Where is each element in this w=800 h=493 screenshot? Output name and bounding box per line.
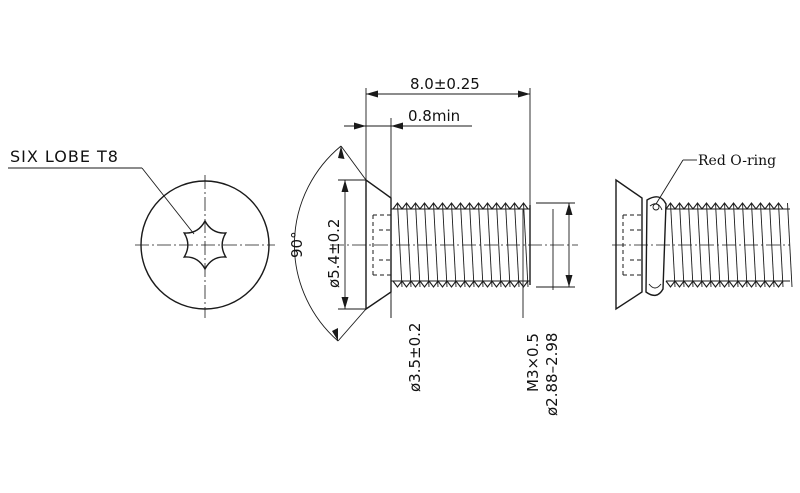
oring-view-threaded-shank xyxy=(665,202,793,288)
oring-label: Red O-ring xyxy=(698,153,776,169)
thread-flank-line xyxy=(505,202,511,288)
side-view: 8.0±0.25 0.8min 90° ø5.4±0.2 ø3.5±0.2 M3… xyxy=(288,75,578,416)
thread-flank-line xyxy=(469,202,475,288)
arrowhead xyxy=(391,122,403,130)
oring-view: Red O-ring xyxy=(612,153,793,311)
thread-flank-line xyxy=(715,202,721,288)
thread-flank-line xyxy=(697,202,703,288)
top-view: SIX LOBE T8 xyxy=(8,147,275,318)
thread-flank-line xyxy=(415,202,421,288)
thread-flank-line xyxy=(424,202,430,288)
length-label: 8.0±0.25 xyxy=(410,75,480,93)
oring-view-head xyxy=(615,178,643,311)
thread-size-label: M3×0.5 xyxy=(524,333,542,392)
thread-flank-line xyxy=(724,202,730,288)
thread-flank-line xyxy=(778,202,784,288)
countersunk-head xyxy=(365,178,392,311)
drive-label: SIX LOBE T8 xyxy=(10,147,119,166)
thread-flank-line xyxy=(523,202,529,288)
thread-flank-line xyxy=(769,202,775,288)
thread-flank-line xyxy=(433,202,439,288)
thread-flank-line xyxy=(496,202,502,288)
thread-flank-line xyxy=(706,202,712,288)
head-diameter-label: ø5.4±0.2 xyxy=(325,219,343,288)
thread-flank-line xyxy=(760,202,766,288)
recess-diameter-label: ø3.5±0.2 xyxy=(406,323,424,392)
arrowhead xyxy=(354,122,366,130)
arrowhead xyxy=(338,146,345,159)
red-oring xyxy=(645,196,667,297)
arrowhead xyxy=(565,203,573,215)
oring-highlight xyxy=(649,203,663,211)
threaded-shank xyxy=(392,202,529,288)
thread-flank-line xyxy=(670,202,676,288)
torx-six-lobe-icon xyxy=(182,219,228,271)
thread-flank-line xyxy=(442,202,448,288)
thread-flank-line xyxy=(733,202,739,288)
thread-flank-line xyxy=(460,202,466,288)
angle-arc xyxy=(293,145,342,342)
leader-dot xyxy=(652,203,660,211)
oring-leader-line xyxy=(655,159,684,205)
arrowhead xyxy=(332,328,338,341)
angle-label: 90° xyxy=(288,231,306,258)
arrowhead xyxy=(341,180,349,192)
thread-flank-line xyxy=(742,202,748,288)
thread-major-label: ø2.88–2.98 xyxy=(543,333,561,416)
angle-extension xyxy=(340,145,367,181)
arrowhead xyxy=(366,90,378,98)
thread-flank-line xyxy=(451,202,457,288)
thread-flank-line xyxy=(679,202,685,288)
thread-crest xyxy=(392,280,529,288)
thread-flank-line xyxy=(478,202,484,288)
drive-leader-line xyxy=(141,167,195,235)
thread-flank-line xyxy=(397,202,403,288)
head-height-label: 0.8min xyxy=(408,107,460,125)
angle-extension xyxy=(337,308,367,342)
arrowhead xyxy=(565,275,573,287)
arrowhead xyxy=(341,297,349,309)
thread-flank-line xyxy=(751,202,757,288)
arrowhead xyxy=(518,90,530,98)
thread-flank-line xyxy=(514,202,520,288)
thread-crest xyxy=(665,280,784,288)
thread-flank-line xyxy=(688,202,694,288)
thread-flank-line xyxy=(787,202,793,288)
thread-flank-line xyxy=(406,202,412,288)
oring-highlight xyxy=(648,283,662,289)
thread-flank-line xyxy=(487,202,493,288)
